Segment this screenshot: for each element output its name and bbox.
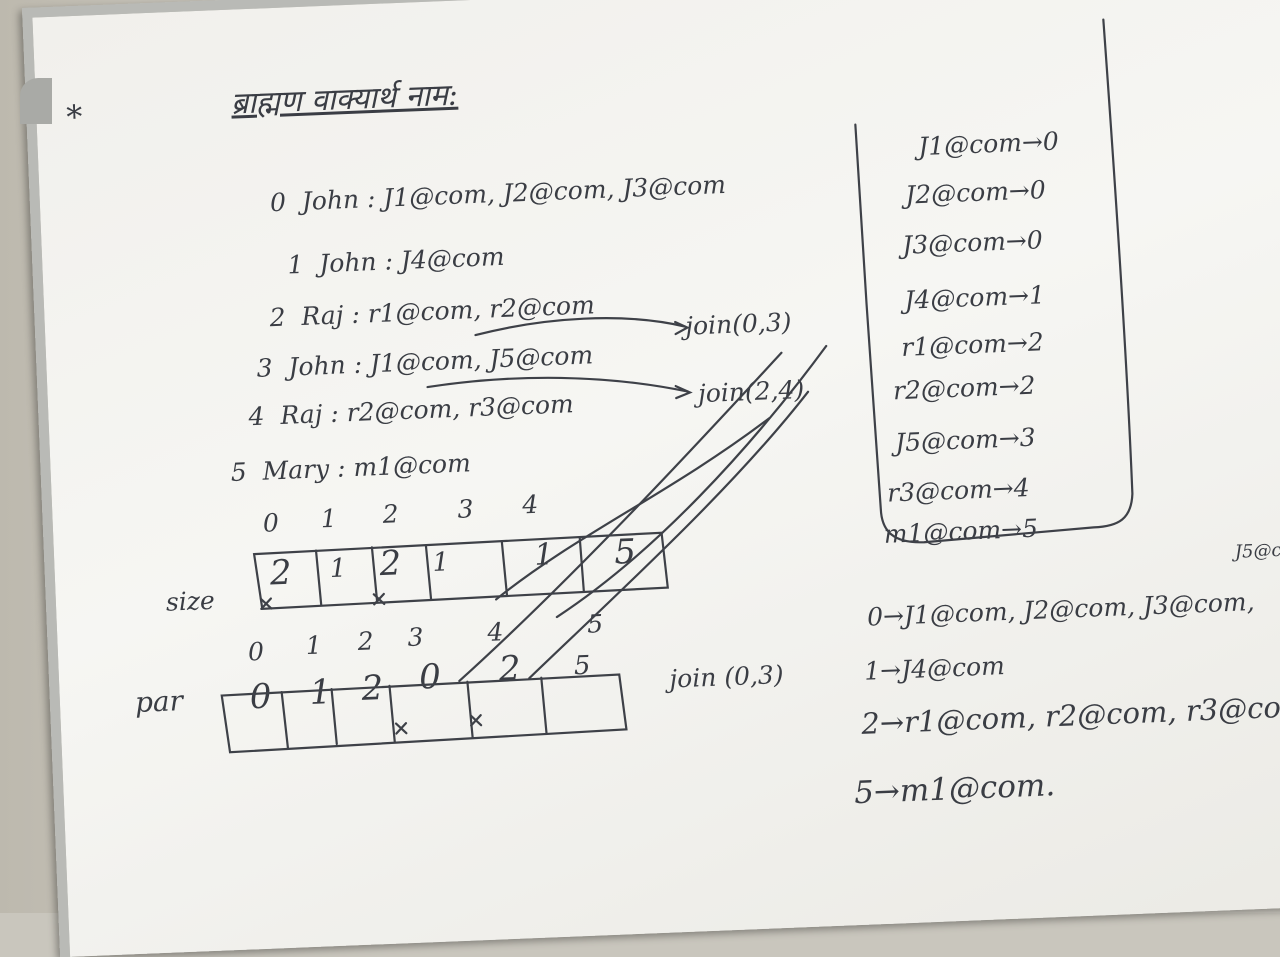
arrow bbox=[474, 317, 687, 337]
arrow bbox=[495, 417, 771, 601]
size-array-outline bbox=[252, 531, 670, 610]
arrow bbox=[528, 390, 810, 680]
par-array-outline bbox=[220, 673, 628, 754]
map-box-outline bbox=[854, 18, 1134, 544]
whiteboard: * ब्राह्मण वाक्यार्थ नाम: 0 John : J1@co… bbox=[22, 0, 1280, 957]
arrow bbox=[426, 376, 690, 393]
ink-strokes bbox=[220, 18, 1134, 754]
arrow bbox=[555, 344, 828, 619]
arrow bbox=[458, 351, 783, 683]
board-frame-corner bbox=[20, 78, 52, 124]
